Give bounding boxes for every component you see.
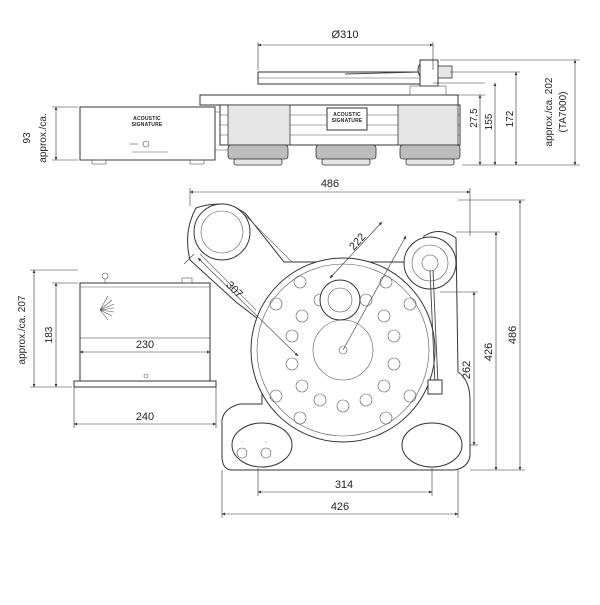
psu-240-dim: 240: [73, 387, 217, 428]
dim-314: 314: [335, 479, 353, 491]
dim-426-depth: 426: [483, 343, 495, 361]
dim-93: 93: [22, 132, 33, 144]
dim-222: 222: [347, 231, 368, 253]
bottom-426-dim: 426: [221, 470, 459, 518]
svg-text:◦: ◦: [241, 440, 243, 444]
dim-230: 230: [136, 339, 154, 351]
tt-logo-line1: ACOUSTIC: [333, 112, 361, 118]
psu-height-dim: 93 approx./ca.: [22, 106, 78, 163]
dim-486-top: 486: [321, 178, 339, 190]
dim-426-bottom: 426: [331, 501, 349, 513]
top-view: ◦ ◦◦ 486 486 426 262 222: [183, 178, 525, 518]
top-width-dim: 486: [189, 178, 471, 236]
psu-logo-line1: ACOUSTIC: [133, 116, 161, 122]
dim-486-depth: 486: [507, 326, 519, 344]
dim-262: 262: [461, 361, 473, 379]
psu-logo-line2: SIGNATURE: [132, 122, 163, 128]
dim-183: 183: [44, 326, 55, 343]
power-supply-side: ACOUSTIC SIGNATURE: [79, 106, 233, 165]
dim-240: 240: [136, 411, 154, 423]
dim-310: Ø310: [332, 29, 359, 41]
bottom-314-dim: 314: [257, 468, 433, 496]
dim-207: approx./ca. 207: [17, 295, 28, 364]
heat-sink-lines: [99, 295, 115, 321]
tt-logo-line2: SIGNATURE: [332, 118, 363, 124]
turntable-side: ACOUSTIC SIGNATURE: [199, 59, 461, 166]
svg-text:◦◦: ◦◦: [265, 440, 268, 444]
dim-202-note: (TA7000): [558, 92, 569, 133]
dim-155: 155: [484, 113, 495, 130]
power-supply-front: 230 240 approx./ca. 207 183: [17, 269, 217, 428]
dim-27-5: 27,5: [469, 108, 480, 128]
height-dims: 27,5 155 172 approx./ca. 202 (TA7000): [433, 59, 580, 166]
platter-diameter-dim: Ø310: [257, 29, 434, 70]
dim-93-note: approx./ca.: [38, 113, 49, 162]
dim-202: approx./ca. 202: [544, 77, 555, 146]
psu-front-height-dims: approx./ca. 207 183: [17, 269, 78, 388]
dim-172: 172: [505, 110, 516, 127]
psu-230-dim: 230: [79, 337, 211, 354]
depth-dims: 486 426 262: [440, 199, 525, 471]
side-view: ACOUSTIC SIGNATURE ACOUSTIC SIGNATURE: [22, 29, 580, 166]
